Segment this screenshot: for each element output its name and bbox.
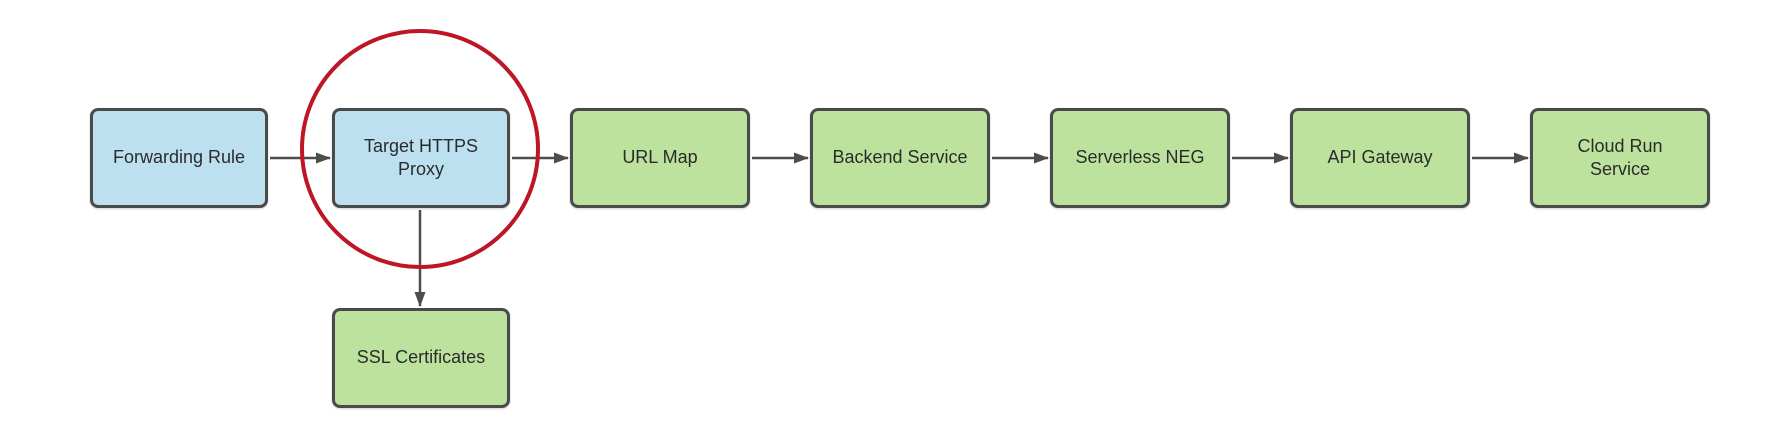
node-label: Forwarding Rule	[112, 147, 246, 168]
node-url-map: URL Map	[570, 108, 750, 208]
node-forwarding-rule: Forwarding Rule	[90, 108, 268, 208]
node-target-https-proxy: Target HTTPS Proxy	[332, 108, 510, 208]
node-label: API Gateway	[1327, 147, 1433, 168]
node-cloud-run-service: Cloud Run Service	[1530, 108, 1710, 208]
node-backend-service: Backend Service	[810, 108, 990, 208]
node-label: URL Map	[622, 147, 698, 168]
node-label: Cloud Run Service	[1577, 135, 1663, 179]
node-api-gateway: API Gateway	[1290, 108, 1470, 208]
node-label: Serverless NEG	[1075, 147, 1205, 168]
node-label: Target HTTPS Proxy	[363, 135, 479, 179]
node-label: Backend Service	[832, 147, 968, 168]
node-label: SSL Certificates	[356, 347, 486, 368]
node-ssl-certificates: SSL Certificates	[332, 308, 510, 408]
highlight-circle-annotation	[300, 29, 540, 269]
node-serverless-neg: Serverless NEG	[1050, 108, 1230, 208]
